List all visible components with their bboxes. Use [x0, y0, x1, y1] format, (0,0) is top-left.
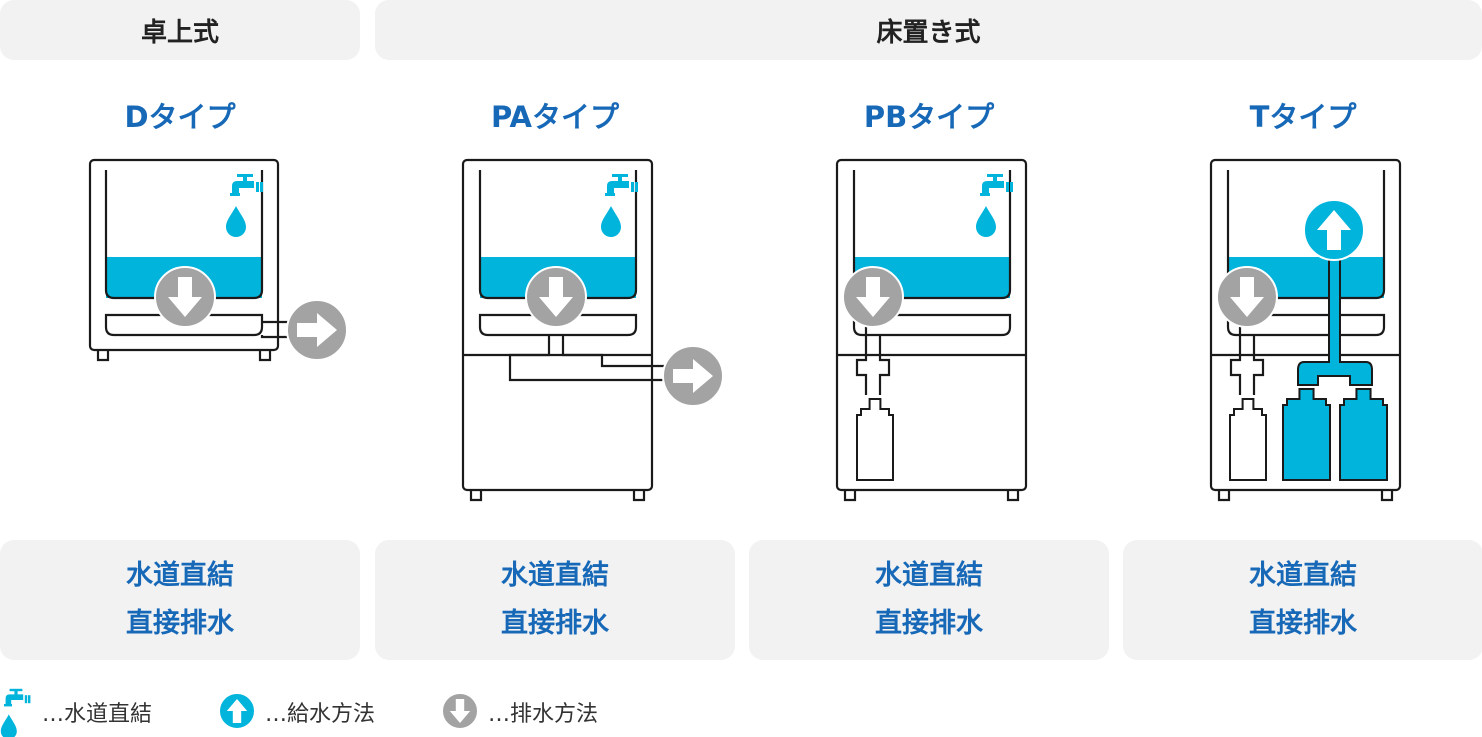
water-drop-icon: [601, 206, 621, 237]
category-label: 床置き式: [876, 17, 981, 48]
filter-bottle: [1282, 388, 1331, 481]
drain-arrow-down-icon: [1216, 266, 1278, 328]
cabinet-outline: [88, 158, 280, 362]
diagram-d-type: [88, 158, 348, 362]
type-card-t: 水道直結直接排水: [1123, 540, 1482, 660]
drain-arrow-right-icon: [286, 299, 348, 361]
legend-drain-label: …排水方法: [488, 702, 599, 727]
supply-arrow-up-icon: [218, 692, 256, 730]
drain-arrow-down-icon: [154, 266, 216, 328]
supply-method: 水道直結: [501, 560, 609, 591]
cabinet-outline: [1209, 158, 1402, 502]
diagram-pa-type: [461, 158, 724, 502]
drain-tray: [1226, 313, 1386, 337]
type-title-pa: PAタイプ: [490, 100, 620, 134]
drain-arrow-right-icon: [662, 345, 724, 407]
drain-arrow-down-icon: [842, 266, 904, 328]
category-floor: 床置き式: [375, 0, 1482, 60]
legend-supply-label: …給水方法: [265, 702, 376, 727]
water-drop-icon: [226, 206, 246, 237]
drain-method: 直接排水: [875, 608, 983, 639]
type-card-d: 水道直結直接排水: [0, 540, 360, 660]
supply-method: 水道直結: [875, 560, 983, 591]
supply-method: 水道直結: [126, 560, 234, 591]
drain-method: 直接排水: [1249, 608, 1357, 639]
category-tabletop: 卓上式: [0, 0, 360, 60]
water-drop-icon: [976, 206, 996, 237]
filter-bottle: [856, 398, 894, 481]
category-label: 卓上式: [140, 17, 219, 48]
drain-tray: [478, 313, 638, 337]
water-drop-icon: [0, 714, 17, 737]
type-title-t: Tタイプ: [1249, 100, 1357, 134]
drain-method: 直接排水: [126, 608, 234, 639]
drain-method: 直接排水: [501, 608, 609, 639]
type-title-pb: PBタイプ: [863, 100, 995, 134]
faucet-icon: [976, 174, 1013, 237]
supply-arrow-up-icon: [1303, 199, 1365, 261]
filter-bottle: [1229, 398, 1267, 481]
drain-tray: [104, 313, 264, 337]
drain-tray: [852, 313, 1012, 337]
legend-faucet: [0, 688, 31, 737]
legend-faucet-label: …水道直結: [42, 702, 153, 727]
cabinet-outline: [835, 158, 1028, 502]
faucet-icon: [0, 688, 31, 737]
cabinet-outline: [461, 158, 654, 502]
type-title-d: Dタイプ: [124, 100, 236, 134]
faucet-icon: [601, 174, 638, 237]
supply-method: 水道直結: [1249, 560, 1357, 591]
type-card-pb: 水道直結直接排水: [749, 540, 1109, 660]
drain-arrow-down-icon: [441, 692, 479, 730]
type-card-pa: 水道直結直接排水: [375, 540, 735, 660]
diagram-t-type: [1209, 158, 1402, 502]
drain-arrow-down-icon: [525, 266, 587, 328]
diagram-pb-type: [835, 158, 1028, 502]
filter-bottle: [1339, 388, 1388, 481]
faucet-icon: [226, 174, 263, 237]
